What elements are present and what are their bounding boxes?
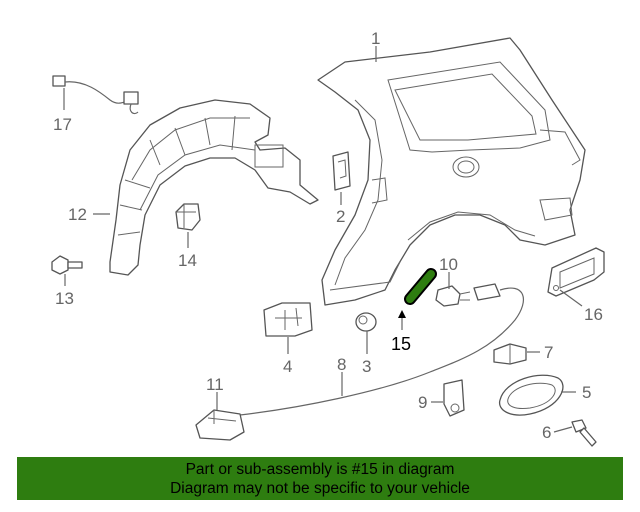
leader-lines <box>63 46 583 433</box>
hinge-part <box>263 302 313 337</box>
info-banner: Part or sub-assembly is #15 in diagram D… <box>17 457 623 500</box>
callout-1: 1 <box>371 29 380 48</box>
banner-disclaimer-text: Diagram may not be specific to your vehi… <box>170 480 470 497</box>
screw-part <box>51 255 83 275</box>
door-hinge-part <box>443 379 465 417</box>
callout-16: 16 <box>584 305 603 324</box>
wire-harness-part <box>52 75 139 115</box>
fuel-door-screw-part <box>571 419 597 447</box>
fuel-hose-part-highlighted <box>404 268 437 305</box>
bracket-part <box>493 343 527 365</box>
callout-8: 8 <box>337 355 346 374</box>
callout-4: 4 <box>283 357 292 376</box>
quarter-panel-part <box>317 37 586 306</box>
callout-7: 7 <box>544 343 553 362</box>
lock-actuator-part <box>435 285 471 307</box>
callout-17: 17 <box>53 115 72 134</box>
clip-part <box>332 151 351 191</box>
release-handle-part <box>195 409 245 441</box>
callout-2: 2 <box>336 207 345 226</box>
fuel-door-part <box>498 374 564 416</box>
callout-13: 13 <box>55 289 74 308</box>
grommet-part <box>175 203 201 231</box>
bumper-stop-part <box>355 312 377 332</box>
callout-12: 12 <box>68 205 87 224</box>
callout-10: 10 <box>439 255 458 274</box>
fender-liner-part <box>109 99 319 276</box>
release-cable-part <box>227 283 524 418</box>
callout-9: 9 <box>418 393 427 412</box>
callout-14: 14 <box>178 251 197 270</box>
fuel-housing-part <box>547 247 605 297</box>
callout-3: 3 <box>362 357 371 376</box>
callout-labels: 1 2 3 4 5 6 7 8 9 10 11 12 13 14 15 16 1… <box>53 29 603 442</box>
banner-part-text: Part or sub-assembly is #15 in diagram <box>185 461 455 478</box>
callout-6: 6 <box>542 423 551 442</box>
callout-5: 5 <box>582 383 591 402</box>
callout-15-highlighted: 15 <box>391 334 411 354</box>
callout-11: 11 <box>206 375 224 394</box>
